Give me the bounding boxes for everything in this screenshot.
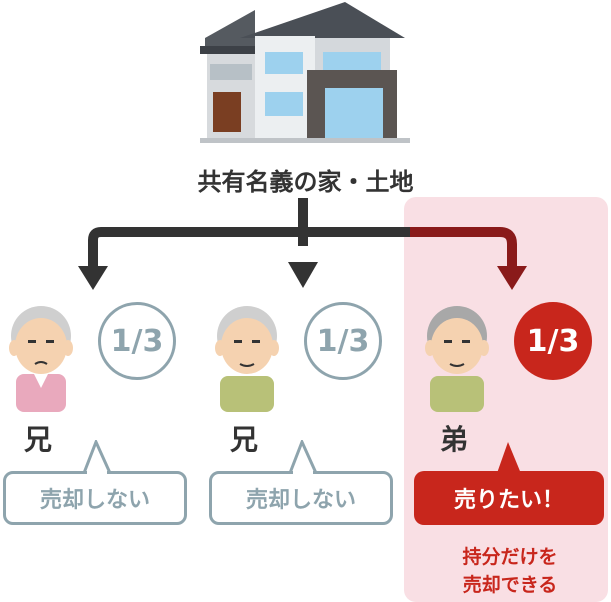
note-line-2: 売却できる xyxy=(462,574,558,596)
share-arrows xyxy=(78,198,527,290)
note-line-1: 持分だけを xyxy=(462,546,558,568)
page-title: 共有名義の家・土地 xyxy=(197,168,414,196)
share-badge-left: 1/3 xyxy=(98,302,176,380)
bubble-pointer-join-left xyxy=(87,471,107,475)
share-badge-middle: 1/3 xyxy=(304,302,382,380)
speech-bubble-left: 売却しない xyxy=(3,471,187,525)
speech-bubble-middle: 売却しない xyxy=(209,471,393,525)
bubble-pointer-join-middle xyxy=(293,471,313,475)
role-label-right: 弟 xyxy=(440,423,469,456)
younger-brother-avatar xyxy=(425,306,489,412)
house-icon xyxy=(200,2,410,143)
speech-bubble-right: 売りたい！ xyxy=(414,471,604,525)
older-brother-1-avatar xyxy=(9,306,73,412)
role-label-left: 兄 xyxy=(24,423,53,456)
role-label-middle: 兄 xyxy=(230,423,259,456)
bubble-pointers xyxy=(81,440,522,476)
note-text: 持分だけを 売却できる xyxy=(420,543,600,599)
older-brother-2-avatar xyxy=(215,306,279,412)
share-badge-right: 1/3 xyxy=(514,302,592,380)
